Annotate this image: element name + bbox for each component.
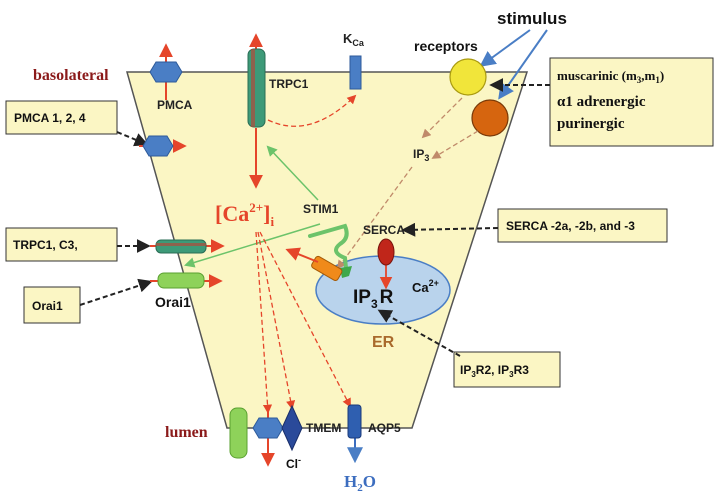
water-label: H2O — [344, 472, 376, 494]
stim1-to-trpc1-arrow — [266, 145, 319, 201]
ca-to-lumen-arrow-1 — [255, 231, 273, 414]
trpc-box-text: TRPC1, C3, — [13, 238, 78, 252]
purinergic-text: purinergic — [557, 116, 625, 132]
ca-to-aqp5-arrow — [259, 231, 351, 408]
channel-cylinder-icon — [155, 239, 207, 254]
stim1-label: STIM1 — [303, 202, 339, 216]
ip3-to-er-arrow — [336, 166, 413, 270]
orai-channel — [157, 272, 205, 289]
serca-box — [497, 208, 668, 243]
serca-label: SERCA — [363, 223, 405, 237]
receptor-yellow — [449, 58, 487, 96]
serca-box-text: SERCA -2a, -2b, and -3 — [506, 219, 635, 233]
stimulus-label: stimulus — [497, 9, 567, 28]
stim1-protein — [308, 223, 349, 270]
receptor-types-box — [549, 57, 714, 147]
lumen-green-channel — [229, 407, 248, 459]
chloride-label: Cl- — [286, 455, 301, 471]
orai1-label: Orai1 — [155, 294, 191, 310]
trpc1-top-stripe — [251, 49, 255, 127]
water-channel-icon — [347, 404, 362, 439]
orai-box-arrow — [79, 278, 153, 306]
trpc1-top-label: TRPC1 — [269, 77, 309, 91]
channel-rect-icon — [349, 55, 362, 90]
muscarinic-text: muscarinic (m3,m1) — [557, 68, 664, 85]
ip3r-box-text: IP3R2, IP3R3 — [460, 363, 529, 379]
stim1-to-orai-arrow — [183, 223, 321, 268]
ip3r-box — [453, 351, 561, 388]
trpc-side-stripe — [156, 243, 206, 246]
serca-pump — [377, 238, 395, 266]
stimulus-arrow-2 — [498, 29, 548, 100]
ca-to-lumen-arrow-2 — [257, 231, 296, 410]
receptors-label: receptors — [414, 38, 478, 54]
adrenergic-text: α1 adrenergic — [557, 94, 646, 110]
cell-body — [126, 71, 529, 429]
ip3r-release-arrow — [285, 247, 319, 263]
basolateral-label: basolateral — [33, 67, 109, 84]
trpc-box — [5, 227, 118, 262]
lumen-label: lumen — [165, 424, 208, 441]
tmem-label: TMEM — [306, 421, 341, 435]
er-calcium-label: Ca2+ — [412, 278, 439, 295]
hexagon-icon — [142, 135, 174, 157]
pmca-box-text: PMCA 1, 2, 4 — [14, 111, 86, 125]
orai-box-text: Orai1 — [32, 299, 63, 313]
cytosolic-calcium-label: [Ca2+]i — [215, 200, 274, 229]
ip3-label: IP3 — [413, 147, 429, 163]
pmca-box-arrow — [116, 131, 149, 147]
diamond-icon — [281, 404, 303, 452]
pmca-label: PMCA — [157, 98, 193, 112]
stim1-domain — [340, 266, 352, 278]
hexagon-icon — [252, 417, 284, 439]
ip3-arrow-from-yellow — [421, 97, 463, 139]
ip3-arrow-from-orange — [431, 130, 479, 159]
kca-label: KCa — [343, 31, 365, 48]
pmca-box — [5, 100, 118, 135]
dashed-arrow-to-kca — [267, 94, 357, 127]
orai-box — [23, 286, 81, 324]
receptor-orange — [471, 99, 509, 137]
er-label: ER — [372, 334, 395, 351]
hexagon-icon — [149, 61, 183, 83]
aqp5-label: AQP5 — [368, 421, 401, 435]
stimulus-arrow-1 — [479, 29, 531, 67]
ip3r-box-arrow — [377, 309, 461, 357]
channel-cylinder-icon — [247, 48, 266, 128]
